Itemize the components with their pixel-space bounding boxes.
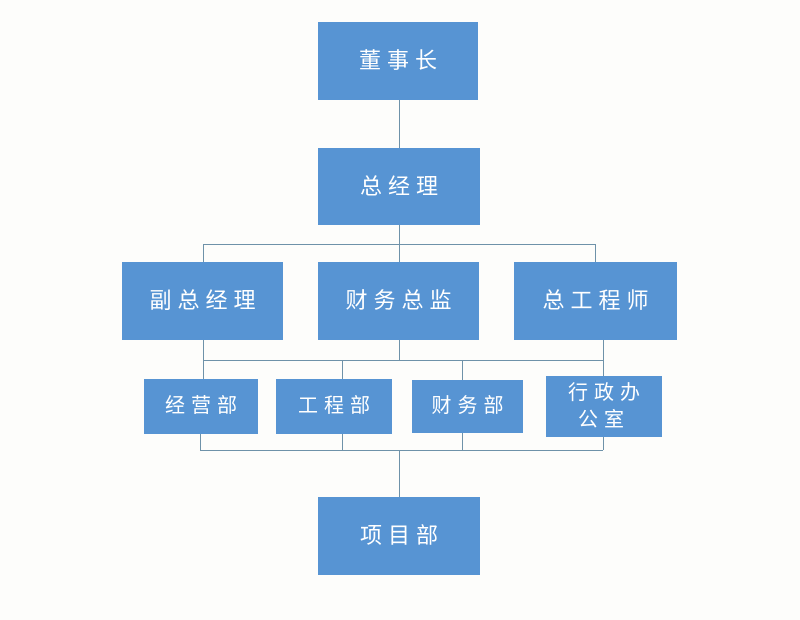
connector-line <box>203 340 204 379</box>
org-node-admin-office: 行政办 公室 <box>546 376 662 437</box>
org-node-engineering-dept: 工程部 <box>276 379 392 434</box>
org-node-finance-director: 财务总监 <box>318 262 479 340</box>
connector-line <box>399 340 400 360</box>
connector-line <box>603 437 604 450</box>
connector-line <box>399 225 400 262</box>
connector-line <box>399 450 400 497</box>
connector-line <box>595 244 596 262</box>
org-node-operations-dept: 经营部 <box>144 379 258 434</box>
org-node-chief-engineer: 总工程师 <box>514 262 677 340</box>
connector-line <box>342 360 343 379</box>
org-node-finance-dept: 财务部 <box>412 380 523 433</box>
org-node-deputy-gm: 副总经理 <box>122 262 283 340</box>
connector-line <box>203 360 603 361</box>
connector-line <box>342 434 343 450</box>
connector-line <box>399 100 400 148</box>
org-node-project-dept: 项目部 <box>318 497 480 575</box>
connector-line <box>603 340 604 376</box>
connector-line <box>203 244 595 245</box>
connector-line <box>200 450 603 451</box>
connector-line <box>462 433 463 450</box>
connector-line <box>462 360 463 380</box>
org-node-chairman: 董事长 <box>318 22 478 100</box>
connector-line <box>200 434 201 450</box>
org-node-general-manager: 总经理 <box>318 148 480 225</box>
connector-line <box>203 244 204 262</box>
